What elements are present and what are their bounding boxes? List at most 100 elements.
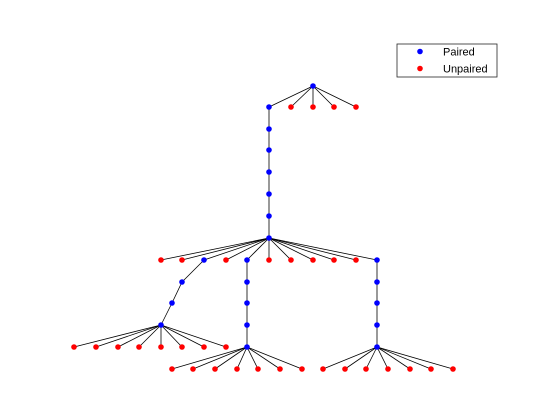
edge-n1-n2 bbox=[268, 85, 314, 108]
unpaired-node-u31 bbox=[385, 366, 391, 372]
paired-node-n13 bbox=[244, 257, 250, 263]
edge-n8-n9 bbox=[203, 237, 270, 261]
legend-unpaired-marker bbox=[417, 65, 423, 72]
tree-edges bbox=[73, 85, 454, 370]
edge-n12-u18 bbox=[160, 324, 183, 348]
edge-n9-n10 bbox=[181, 259, 205, 283]
edge-n8-u9 bbox=[268, 237, 292, 261]
edge-n10-n11 bbox=[171, 281, 183, 304]
unpaired-node-u2 bbox=[310, 104, 316, 110]
unpaired-node-u11 bbox=[331, 257, 337, 263]
edge-n8-u10 bbox=[268, 237, 314, 261]
paired-node-n11 bbox=[169, 300, 175, 306]
unpaired-node-u27 bbox=[299, 366, 305, 372]
unpaired-node-u23 bbox=[212, 366, 218, 372]
paired-node-n17 bbox=[244, 344, 250, 350]
unpaired-node-u26 bbox=[277, 366, 283, 372]
paired-node-n6 bbox=[266, 191, 272, 197]
unpaired-node-u6 bbox=[179, 257, 185, 263]
paired-node-n4 bbox=[266, 147, 272, 153]
paired-node-n18 bbox=[374, 257, 380, 263]
unpaired-node-u24 bbox=[234, 366, 240, 372]
unpaired-node-u19 bbox=[201, 344, 207, 350]
unpaired-node-u21 bbox=[169, 366, 175, 372]
unpaired-node-u7 bbox=[223, 257, 229, 263]
edge-n11-n12 bbox=[160, 302, 173, 326]
unpaired-node-u33 bbox=[428, 366, 434, 372]
legend: Paired Unpaired bbox=[396, 43, 498, 78]
paired-node-n2 bbox=[266, 104, 272, 110]
unpaired-node-u30 bbox=[363, 366, 369, 372]
edge-n22-u29 bbox=[344, 346, 378, 370]
edge-n22-u32 bbox=[376, 346, 411, 370]
paired-node-n21 bbox=[374, 322, 380, 328]
edge-n17-u26 bbox=[246, 346, 281, 370]
unpaired-node-u10 bbox=[310, 257, 316, 263]
edge-n17-u22 bbox=[192, 346, 248, 370]
paired-node-n16 bbox=[244, 322, 250, 328]
edge-n8-u6 bbox=[181, 237, 270, 261]
unpaired-node-u13 bbox=[71, 344, 77, 350]
edge-n8-n13 bbox=[246, 237, 270, 261]
paired-node-n20 bbox=[374, 300, 380, 306]
edge-n22-u28 bbox=[322, 346, 378, 370]
edge-n8-n18 bbox=[268, 237, 378, 261]
tree-nodes bbox=[71, 83, 456, 372]
unpaired-node-u16 bbox=[136, 344, 142, 350]
unpaired-node-u20 bbox=[223, 344, 229, 350]
unpaired-node-u22 bbox=[190, 366, 196, 372]
unpaired-node-u4 bbox=[353, 104, 359, 110]
unpaired-node-u32 bbox=[407, 366, 413, 372]
unpaired-node-u28 bbox=[320, 366, 326, 372]
edge-n17-u24 bbox=[236, 346, 248, 370]
edge-n1-u4 bbox=[312, 85, 357, 108]
unpaired-node-u1 bbox=[288, 104, 294, 110]
paired-node-n12 bbox=[158, 322, 164, 328]
paired-node-n22 bbox=[374, 344, 380, 350]
paired-node-n8 bbox=[266, 235, 272, 241]
legend-paired-marker bbox=[417, 48, 423, 55]
unpaired-node-u5 bbox=[158, 257, 164, 263]
unpaired-node-u25 bbox=[255, 366, 261, 372]
unpaired-node-u18 bbox=[179, 344, 185, 350]
edge-n8-u11 bbox=[268, 237, 335, 261]
unpaired-node-u3 bbox=[331, 104, 337, 110]
edge-n1-u1 bbox=[290, 85, 314, 108]
paired-node-n15 bbox=[244, 300, 250, 306]
edge-n17-u25 bbox=[246, 346, 259, 370]
edge-n12-u19 bbox=[160, 324, 205, 348]
unpaired-node-u9 bbox=[288, 257, 294, 263]
paired-node-n1 bbox=[310, 83, 316, 89]
edge-n8-u7 bbox=[225, 237, 270, 261]
unpaired-node-u34 bbox=[450, 366, 456, 372]
edge-n17-u23 bbox=[214, 346, 248, 370]
unpaired-node-u12 bbox=[353, 257, 359, 263]
edge-n22-u33 bbox=[376, 346, 432, 370]
legend-box bbox=[396, 43, 498, 78]
edge-n12-u20 bbox=[160, 324, 227, 348]
edge-n17-u21 bbox=[171, 346, 248, 370]
paired-node-n3 bbox=[266, 126, 272, 132]
unpaired-node-u8 bbox=[266, 257, 272, 263]
edge-n8-u12 bbox=[268, 237, 357, 261]
edge-n12-u16 bbox=[138, 324, 162, 348]
edge-n22-u30 bbox=[365, 346, 378, 370]
unpaired-node-u14 bbox=[93, 344, 99, 350]
unpaired-node-u15 bbox=[115, 344, 121, 350]
edge-n17-u27 bbox=[246, 346, 303, 370]
paired-node-n7 bbox=[266, 213, 272, 219]
edge-n8-u5 bbox=[160, 237, 270, 261]
paired-node-n9 bbox=[201, 257, 207, 263]
edge-n1-u3 bbox=[312, 85, 335, 108]
paired-node-n10 bbox=[179, 279, 185, 285]
paired-node-n5 bbox=[266, 169, 272, 175]
unpaired-node-u17 bbox=[158, 344, 164, 350]
edge-n22-u31 bbox=[376, 346, 389, 370]
edge-n12-u15 bbox=[117, 324, 162, 348]
edge-n22-u34 bbox=[376, 346, 454, 370]
paired-node-n19 bbox=[374, 279, 380, 285]
legend-paired-label: Paired bbox=[443, 47, 475, 59]
edge-n12-u13 bbox=[73, 324, 162, 348]
edge-n12-u14 bbox=[95, 324, 162, 348]
